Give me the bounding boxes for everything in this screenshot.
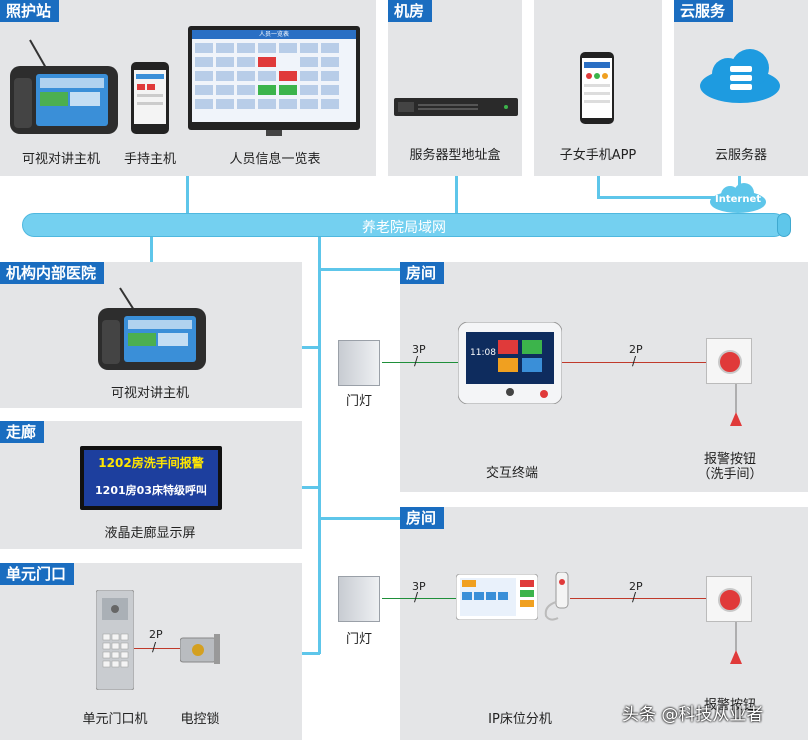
trunk-line: [318, 236, 321, 654]
lan-bus-end: [777, 213, 791, 237]
overview-screen-titlebar: 人员一览表: [192, 30, 356, 39]
cloud-server-icon: [698, 48, 782, 104]
video-intercom-host-image: [8, 38, 120, 138]
door-unit-image: [95, 589, 135, 691]
entrance-wire-label: 2P: [149, 628, 163, 641]
room2-alarm-button-knob: [718, 588, 742, 612]
entrance-tag: 单元门口: [0, 563, 75, 585]
room2-pull-cord-icon: [728, 622, 744, 666]
room1-alarm-button-knob: [718, 350, 742, 374]
interactive-terminal-image: 11:08: [457, 321, 563, 405]
overview-screen-display: 人员一览表: [192, 30, 356, 122]
room1-wire-left: [382, 362, 458, 363]
room1-pull-cord-icon: [728, 384, 744, 428]
nurse-intercom-label: 可视对讲主机: [21, 152, 100, 167]
room1-wire-right-slash: /: [632, 354, 637, 368]
address-box-server-image: [394, 98, 518, 116]
clinic-downlink: [150, 236, 153, 262]
branch-clinic: [302, 346, 320, 349]
cloud-uplink: [738, 176, 741, 186]
ip-bed-extension-label: IP床位分机: [488, 712, 552, 727]
branch-corridor: [302, 486, 320, 489]
family-app-label: 子女手机APP: [559, 148, 637, 163]
room2-wire-left-label: 3P: [412, 580, 426, 593]
room1-alarm-label-1: 报警按钮: [703, 452, 756, 467]
room1-tag: 房间: [400, 262, 445, 284]
room2-door-light: [338, 576, 380, 622]
corridor-line-2: 1201房03床特级呼叫: [95, 484, 207, 497]
room2-tag: 房间: [400, 507, 445, 529]
internet-cloud: Internet: [708, 182, 768, 214]
room1-door-light-label: 门灯: [345, 394, 372, 409]
nurse-station-tag: 照护站: [0, 0, 60, 22]
room1-wire-left-slash: /: [414, 354, 419, 368]
call-handset-icon: [540, 571, 570, 624]
room1-wire-right-label: 2P: [629, 343, 643, 356]
server-room-tag: 机房: [388, 0, 433, 22]
room2-wire-right: [570, 598, 706, 599]
corridor-tag: 走廊: [0, 421, 45, 443]
terminal-clock: 11:08: [470, 348, 496, 358]
room2-alarm-label-1: 报警按钮: [703, 698, 756, 713]
family-phone-image: [580, 52, 614, 124]
room2-alarm-button: [706, 576, 752, 622]
electric-lock-image: [179, 634, 220, 664]
room1-wire-right: [562, 362, 706, 363]
room1-alarm-button: [706, 338, 752, 384]
internet-cloud-icon: [710, 183, 766, 213]
room2-wire-right-label: 2P: [629, 580, 643, 593]
nurse-uplink: [186, 176, 189, 218]
room2-wire-right-slash: /: [632, 590, 637, 604]
overview-screen-title: 人员一览表: [258, 31, 289, 38]
interactive-terminal-label: 交互终端: [485, 466, 538, 481]
personnel-overview-screen: 人员一览表: [188, 26, 360, 130]
branch-room2: [318, 517, 400, 520]
room2-panel: 房间: [400, 507, 808, 740]
corridor-display-label: 液晶走廊显示屏: [104, 526, 196, 541]
room1-door-light: [338, 340, 380, 386]
internet-label: Internet: [714, 194, 761, 205]
server-room-panel: 机房: [388, 0, 522, 176]
watermark: 头条 @科技从业者: [622, 705, 764, 725]
lan-bus: 养老院局域网: [22, 213, 791, 237]
room2-door-light-label: 门灯: [345, 632, 372, 647]
electric-lock-label: 电控锁: [180, 712, 220, 727]
cloud-panel: 云服务: [674, 0, 808, 176]
lan-bus-label: 养老院局域网: [362, 220, 446, 236]
room2-wire-left-slash: /: [414, 590, 419, 604]
room2-wire-left: [382, 598, 456, 599]
entrance-panel: 单元门口: [0, 563, 302, 740]
ip-bed-extension-image: [455, 573, 539, 621]
entrance-wire-slash: /: [152, 640, 157, 654]
overview-screen-stand: [266, 130, 282, 136]
overview-grid: [195, 43, 339, 109]
corridor-display: 1202房洗手间报警 1201房03床特级呼叫: [80, 446, 222, 510]
clinic-intercom-host-image: [96, 286, 208, 374]
door-unit-label: 单元门口机: [82, 712, 148, 727]
app-to-internet: [597, 196, 717, 199]
app-uplink: [597, 176, 600, 198]
server-uplink: [455, 176, 458, 218]
clinic-tag: 机构内部医院: [0, 262, 105, 284]
address-box-server-label: 服务器型地址盒: [409, 148, 501, 163]
branch-room1: [318, 268, 400, 271]
room1-wire-left-label: 3P: [412, 343, 426, 356]
personnel-overview-label: 人员信息一览表: [229, 152, 321, 167]
entrance-wire: [134, 648, 180, 649]
corridor-line-1: 1202房洗手间报警: [98, 456, 204, 470]
handheld-host-image: [131, 62, 169, 134]
branch-entrance: [302, 652, 320, 655]
cloud-tag: 云服务: [674, 0, 734, 22]
corridor-display-screen: 1202房洗手间报警 1201房03床特级呼叫: [84, 450, 218, 506]
handheld-host-label: 手持主机: [123, 152, 176, 167]
room1-alarm-label-2: （洗手间）: [697, 467, 763, 482]
clinic-intercom-label: 可视对讲主机: [110, 386, 189, 401]
cloud-server-label: 云服务器: [714, 148, 767, 163]
